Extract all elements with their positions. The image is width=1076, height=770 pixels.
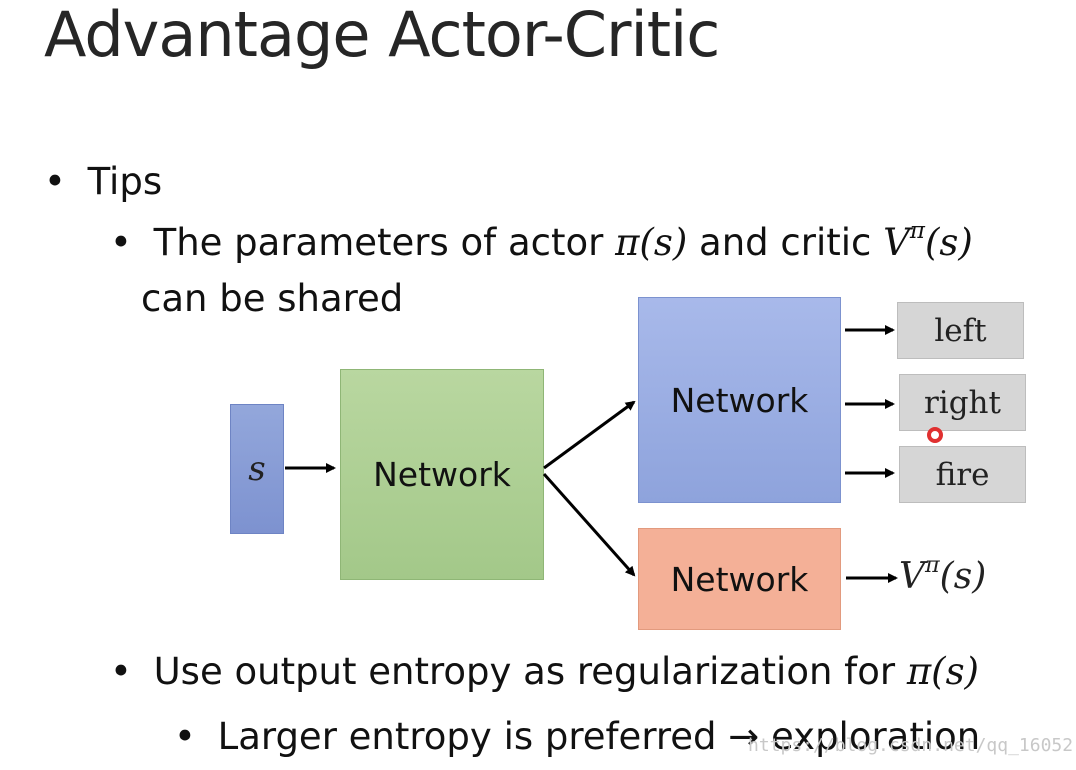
input-state-box: s — [230, 404, 284, 534]
critic-network-label: Network — [670, 559, 809, 599]
parameters-prefix: The parameters of actor — [153, 221, 616, 264]
watermark: https://blog.csdn.net/qq_16052 — [748, 735, 1074, 756]
shared-network-label: Network — [373, 455, 511, 494]
bullet-marker: • — [110, 650, 132, 693]
entropy-policy-math: π(s) — [906, 650, 979, 693]
parameters-middle: and critic — [687, 221, 884, 264]
critic-output-V: V — [899, 556, 925, 597]
actor-network-box: Network — [638, 297, 841, 503]
critic-pi-sup: π — [909, 218, 925, 245]
bullet-larger-entropy: • Larger entropy is preferred → explorat… — [174, 715, 980, 758]
actor-policy-math: π(s) — [615, 221, 688, 264]
action-fire-label: fire — [935, 456, 990, 493]
bullet-entropy: • Use output entropy as regularization f… — [110, 650, 979, 693]
action-right-box: right — [899, 374, 1026, 431]
action-right-label: right — [923, 384, 1001, 421]
critic-output-sup: π — [925, 551, 940, 578]
bullet-tips-text: Tips — [87, 160, 163, 203]
bullet-tips: • Tips — [44, 160, 162, 203]
bullet-marker: • — [174, 715, 196, 758]
action-left-box: left — [897, 302, 1024, 359]
critic-value-math: Vπ(s) — [883, 218, 973, 264]
critic-output-label: Vπ(s) — [899, 553, 987, 597]
shared-network-box: Network — [340, 369, 544, 580]
bullet-marker: • — [110, 221, 132, 264]
cursor-marker — [927, 427, 943, 443]
arrow-shared-to-actor — [543, 400, 636, 470]
critic-network-box: Network — [638, 528, 841, 630]
critic-V: V — [883, 221, 910, 264]
entropy-prefix: Use output entropy as regularization for — [153, 650, 907, 693]
larger-entropy-text: Larger entropy is preferred → exploratio… — [217, 715, 981, 758]
critic-output-args: (s) — [939, 556, 987, 597]
action-fire-box: fire — [899, 446, 1026, 503]
actor-network-label: Network — [670, 380, 809, 420]
slide-title: Advantage Actor-Critic — [44, 0, 720, 71]
bullet-marker: • — [44, 160, 66, 203]
bullet-shared-line: can be shared — [141, 277, 404, 320]
input-state-label: s — [248, 449, 266, 489]
arrow-shared-to-critic — [542, 473, 636, 577]
critic-args: (s) — [924, 221, 973, 264]
action-left-label: left — [934, 312, 987, 349]
bullet-parameters: • The parameters of actor π(s) and criti… — [110, 218, 973, 264]
